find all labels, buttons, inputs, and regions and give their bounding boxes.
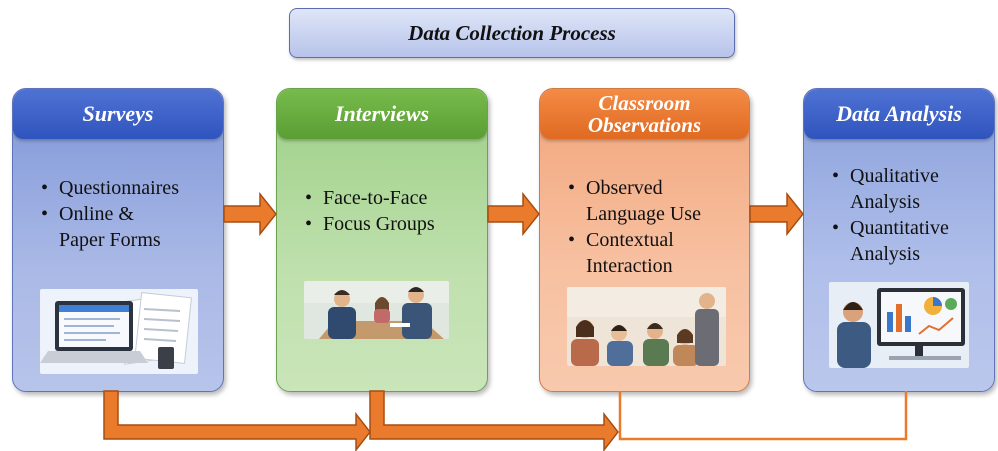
analyst-at-computer-image	[829, 282, 969, 368]
stage-analysis-title: Data Analysis	[804, 89, 994, 139]
list-item: Observed Language Use	[566, 175, 746, 227]
list-item: Contextual Interaction	[566, 227, 736, 279]
interview-meeting-image	[304, 281, 449, 339]
stage-observations-list: Observed Language Use Contextual Interac…	[566, 175, 746, 279]
stage-interviews-list: Face-to-Face Focus Groups	[303, 185, 483, 237]
diagram-title: Data Collection Process	[289, 8, 735, 58]
arrow-interviews-to-observations	[487, 191, 540, 237]
list-item: Questionnaires	[39, 175, 219, 201]
line-observations-to-analysis-bottom	[618, 391, 908, 441]
stage-observations-title: Classroom Observations	[540, 89, 749, 139]
arrow-surveys-to-interviews-bottom	[103, 390, 371, 451]
stage-analysis: Data Analysis Qualitative Analysis Quant…	[803, 88, 995, 392]
stage-surveys-title: Surveys	[13, 89, 223, 139]
arrow-observations-to-analysis	[749, 191, 804, 237]
classroom-group-image	[567, 287, 726, 366]
list-item: Online & Paper Forms	[39, 201, 184, 253]
list-item: Quantitative Analysis	[830, 215, 970, 267]
stage-interviews-title: Interviews	[277, 89, 487, 139]
arrow-interviews-to-observations-bottom	[369, 390, 619, 451]
list-item: Qualitative Analysis	[830, 163, 960, 215]
laptop-with-forms-image	[40, 289, 198, 374]
stage-analysis-list: Qualitative Analysis Quantitative Analys…	[830, 163, 990, 267]
list-item: Focus Groups	[303, 211, 483, 237]
stage-observations: Classroom Observations Observed Language…	[539, 88, 750, 392]
list-item: Face-to-Face	[303, 185, 483, 211]
stage-interviews: Interviews Face-to-Face Focus Groups	[276, 88, 488, 392]
stage-surveys-list: Questionnaires Online & Paper Forms	[39, 175, 219, 253]
arrow-surveys-to-interviews	[223, 191, 277, 237]
stage-surveys: Surveys Questionnaires Online & Paper Fo…	[12, 88, 224, 392]
